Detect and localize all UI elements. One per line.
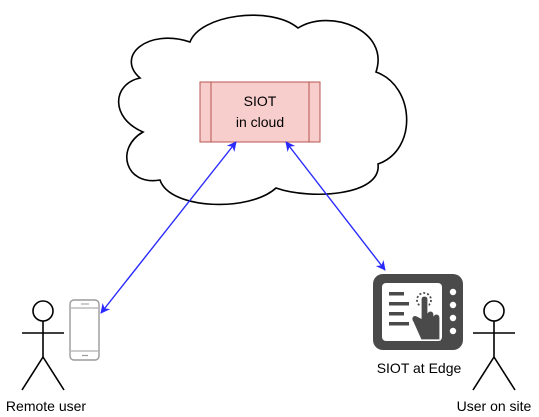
arrow-cloud-to-remote-user[interactable] xyxy=(100,141,237,314)
stick-figure-icon xyxy=(32,300,54,322)
remote-user-label: Remote user xyxy=(6,398,86,414)
stick-figure-icon xyxy=(483,300,505,322)
site-user-label: User on site xyxy=(457,398,532,414)
edge-device-label: SIOT at Edge xyxy=(377,360,462,376)
arrow-cloud-to-edge[interactable] xyxy=(285,141,386,271)
siot-cloud-label-line2: in cloud xyxy=(236,114,284,130)
touch-panel-icon[interactable] xyxy=(373,274,463,350)
smartphone-icon[interactable] xyxy=(69,299,100,361)
remote-user-figure xyxy=(21,300,65,391)
siot-cloud-label-line1: SIOT xyxy=(244,93,277,109)
siot-cloud-box[interactable]: SIOT in cloud xyxy=(199,81,321,143)
site-user-figure xyxy=(472,300,516,391)
